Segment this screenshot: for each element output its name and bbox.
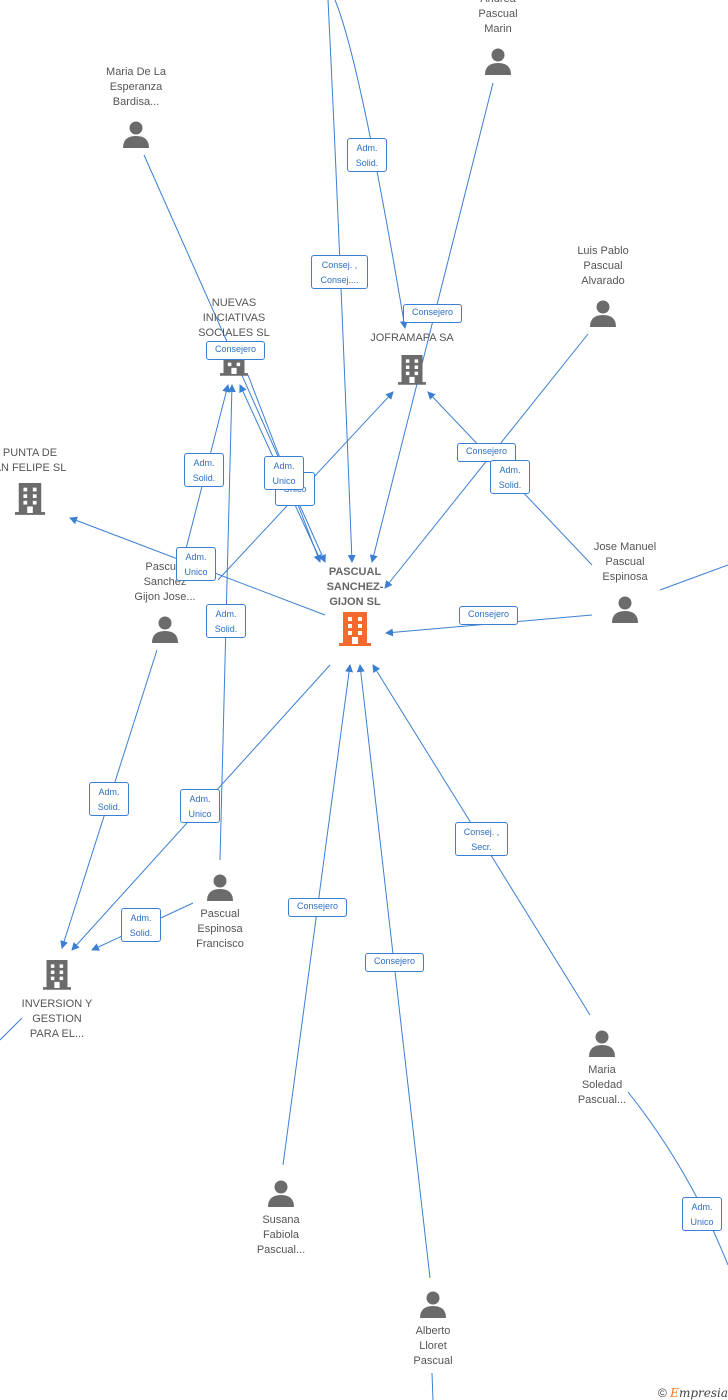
company-node-inversion-y-gestion[interactable]: INVERSION Y GESTION PARA EL... [12, 957, 102, 1042]
person-node-jose-manuel[interactable]: Jose Manuel Pascual Espinosa [578, 540, 672, 623]
relation-label[interactable]: Consejero [459, 606, 518, 625]
person-node-andrea[interactable]: Andrea Pascual Marin [458, 0, 538, 75]
person-icon [420, 1291, 446, 1318]
person-node-luis-pablo[interactable]: Luis Pablo Pascual Alvarado [561, 244, 645, 327]
relation-label[interactable]: Consejero [457, 443, 516, 462]
person-node-alberto-lloret[interactable]: Alberto Lloret Pascual [390, 1290, 476, 1369]
building-icon [339, 612, 371, 646]
node-label: Jose Manuel Pascual Espinosa [593, 541, 657, 583]
company-node-pascual-sanchez-gijon[interactable]: PASCUAL SANCHEZ- GIJON SL [318, 565, 392, 646]
relation-label[interactable]: Consejero [403, 304, 462, 323]
building-icon [398, 355, 426, 385]
relation-label[interactable]: Consejero [288, 898, 347, 917]
relation-label[interactable]: Adm. Unico [176, 547, 216, 581]
edge [327, 0, 356, 563]
person-node-pascual-sanchez-gijon-jose[interactable]: Pascual Sanchez Gijon Jose... [122, 560, 208, 643]
node-label: Pascual Sanchez Gijon Jose... [134, 561, 196, 603]
relation-label[interactable]: Consej. , Secr. [455, 822, 508, 856]
edge [659, 564, 728, 591]
person-icon [612, 596, 638, 623]
node-label: NUEVAS INICIATIVAS SOCIALES SL [198, 297, 270, 339]
edge [0, 1017, 23, 1041]
relation-label[interactable]: Adm. Unico [682, 1197, 722, 1231]
relation-label[interactable]: Consej. , Consej.... [311, 255, 368, 289]
edge [431, 1372, 434, 1400]
relation-label[interactable]: Adm. Solid. [347, 138, 387, 172]
relation-label[interactable]: Adm. Solid. [206, 604, 246, 638]
relation-label[interactable]: Consejero [365, 953, 424, 972]
person-icon [589, 1030, 615, 1057]
node-label: JOFRAMAPA SA [370, 332, 454, 344]
person-node-susana-fabiola[interactable]: Susana Fabiola Pascual... [238, 1179, 324, 1258]
relation-label[interactable]: Adm. Solid. [184, 453, 224, 487]
company-node-joframapa[interactable]: JOFRAMAPA SA [360, 331, 464, 386]
node-label: Pascual Espinosa Francisco [196, 908, 244, 950]
person-node-maria-de-la-esperanza[interactable]: Maria De La Esperanza Bardisa... [89, 65, 183, 148]
company-node-punta-de-san-felipe[interactable]: PUNTA DE AN FELIPE SL [0, 446, 80, 516]
copyright-footer: © Empresia [658, 1386, 728, 1400]
node-label: Maria Soledad Pascual... [577, 1064, 627, 1106]
node-label: Maria De La Esperanza Bardisa... [106, 66, 166, 108]
company-node-nuevas-iniciativas[interactable]: NUEVAS INICIATIVAS SOCIALES SL [186, 296, 282, 377]
relation-label[interactable]: Adm. Solid. [490, 460, 530, 494]
person-icon [207, 874, 233, 901]
building-icon [43, 960, 71, 990]
node-label: Susana Fabiola Pascual... [256, 1214, 306, 1256]
node-label: PASCUAL SANCHEZ- GIJON SL [326, 566, 384, 608]
person-node-pascual-espinosa-francisco[interactable]: Pascual Espinosa Francisco [177, 873, 263, 952]
person-icon [485, 48, 511, 75]
building-icon [15, 483, 45, 515]
relation-label[interactable]: Adm. Unico [180, 789, 220, 823]
copyright-symbol: © [657, 1386, 667, 1400]
node-label: INVERSION Y GESTION PARA EL... [21, 998, 93, 1040]
node-label: Andrea Pascual Marin [478, 0, 518, 35]
relation-label[interactable]: Adm. Solid. [89, 782, 129, 816]
node-label: Alberto Lloret Pascual [413, 1325, 453, 1367]
person-node-maria-soledad[interactable]: Maria Soledad Pascual... [559, 1029, 645, 1108]
node-label: Luis Pablo Pascual Alvarado [577, 245, 629, 287]
relation-label[interactable]: Adm. Solid. [121, 908, 161, 942]
brand-logo: Empresia [670, 1386, 728, 1400]
person-icon [590, 300, 616, 327]
person-icon [123, 121, 149, 148]
person-icon [152, 616, 178, 643]
relation-label[interactable]: Consejero [206, 341, 265, 360]
person-icon [268, 1180, 294, 1207]
node-label: PUNTA DE AN FELIPE SL [0, 447, 67, 474]
relation-label[interactable]: Adm. Unico [264, 456, 304, 490]
edge [627, 1091, 728, 1266]
edge [334, 0, 408, 329]
